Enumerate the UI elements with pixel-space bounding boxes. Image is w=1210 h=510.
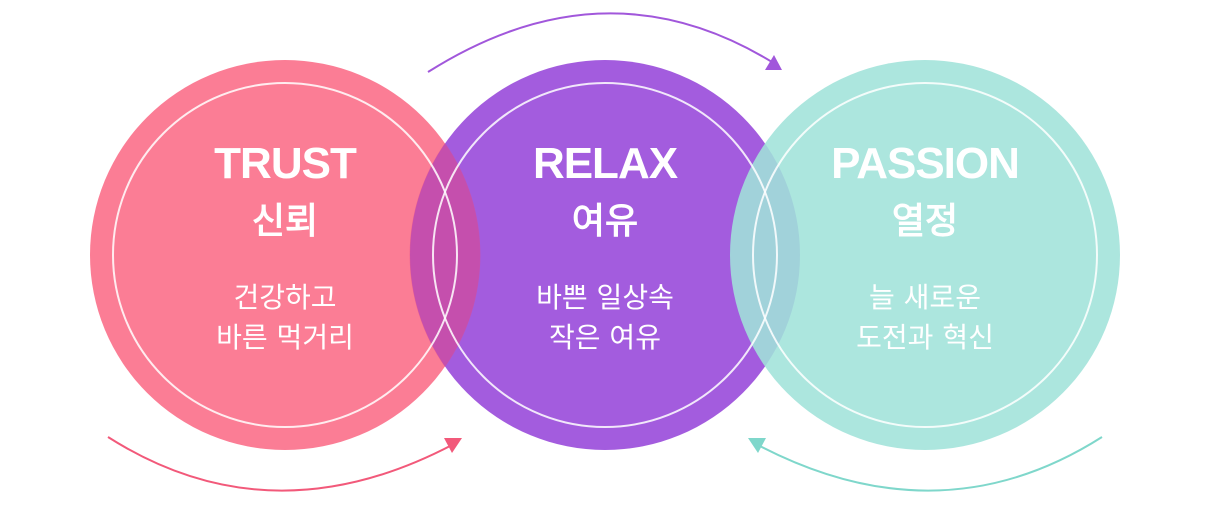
circle-relax: [410, 60, 800, 450]
passion-korean-title: 열정: [892, 201, 958, 242]
overlap-trust-relax: [409, 143, 481, 367]
circle-trust: [90, 60, 480, 450]
relax-desc-line2: 작은 여유: [549, 321, 661, 354]
trust-desc-line1: 건강하고: [233, 281, 336, 314]
arrow-top-head-icon: [765, 55, 782, 70]
relax-title: RELAX: [533, 139, 678, 188]
ring-relax: [432, 82, 778, 428]
arrow-bottom-left-head-icon: [444, 438, 462, 453]
trust-desc-line2: 바른 먹거리: [216, 321, 354, 354]
trust-korean-title: 신뢰: [252, 201, 318, 242]
arrow-bottom-right-head-icon: [748, 438, 766, 453]
trust-title: TRUST: [214, 139, 357, 188]
relax-korean-title: 여유: [572, 201, 638, 242]
passion-desc-line1: 늘 새로운: [869, 281, 981, 314]
circle-passion: [730, 60, 1120, 450]
arrow-bottom-left: [107, 436, 453, 492]
ring-trust: [112, 82, 458, 428]
arrow-top: [427, 12, 773, 73]
arrow-bottom-right: [757, 436, 1103, 492]
passion-title: PASSION: [831, 139, 1019, 188]
passion-desc-line2: 도전과 혁신: [856, 321, 994, 354]
relax-desc-line1: 바쁜 일상속: [536, 281, 674, 314]
ring-passion: [752, 82, 1098, 428]
